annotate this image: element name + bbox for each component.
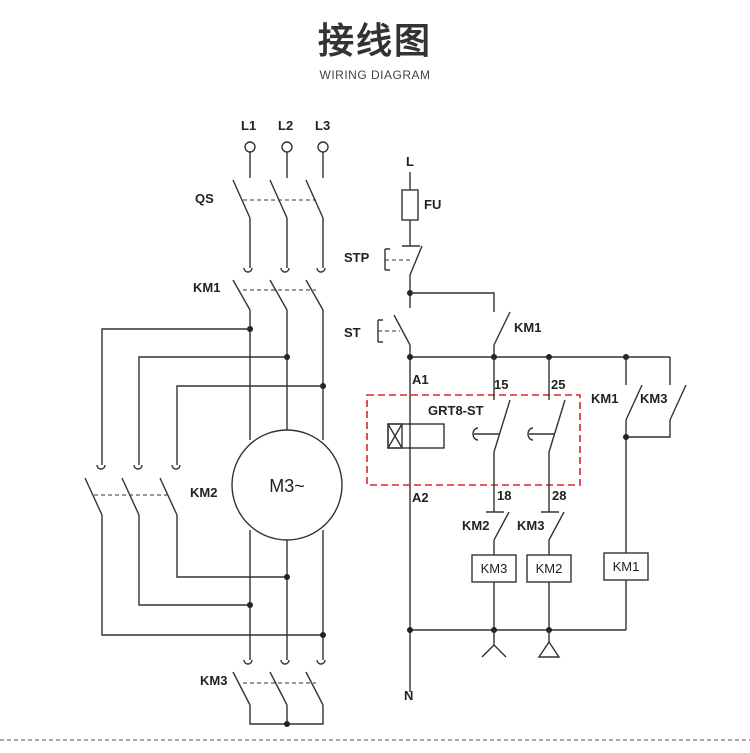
- relay-coil: [387, 423, 445, 449]
- km1-holding-label: KM1: [514, 320, 541, 335]
- phase-l3-label: L3: [315, 118, 330, 133]
- holding-km3-label: KM3: [640, 391, 667, 406]
- phase-l2-label: L2: [278, 118, 293, 133]
- start-label: ST: [344, 325, 361, 340]
- qs-label: QS: [195, 191, 214, 206]
- terminal-a1-label: A1: [412, 372, 429, 387]
- holding-km1-label: KM1: [591, 391, 618, 406]
- interlock-km2-label: KM2: [462, 518, 489, 533]
- km1-main-contacts: [232, 279, 324, 311]
- phase-l1-label: L1: [241, 118, 256, 133]
- terminal-l2: [281, 141, 293, 153]
- fuse-label: FU: [424, 197, 441, 212]
- terminal-15-label: 15: [494, 377, 508, 392]
- line-l-label: L: [406, 154, 414, 169]
- terminal-28-label: 28: [552, 488, 566, 503]
- title-zh: 接线图: [317, 21, 432, 62]
- km1-holding-contact: [493, 311, 511, 346]
- terminal-25-label: 25: [551, 377, 565, 392]
- km3-main-contacts: [232, 671, 324, 706]
- neutral-label: N: [404, 688, 413, 703]
- coil-km2-label: KM2: [536, 561, 563, 576]
- relay-grt8-st-box: [366, 394, 581, 486]
- terminal-18-label: 18: [497, 488, 511, 503]
- star-symbol: [481, 644, 507, 658]
- km1-main-label: KM1: [193, 280, 220, 295]
- interlock-km3-label: KM3: [517, 518, 544, 533]
- title-en: WIRING DIAGRAM: [319, 68, 431, 82]
- km2-main-label: KM2: [190, 485, 217, 500]
- km2-main-contacts: [84, 477, 178, 516]
- main-circuit: L1 L2 L3 QS KM1: [84, 118, 343, 727]
- stop-button: [384, 245, 423, 276]
- delta-symbol: [537, 640, 561, 658]
- terminal-l1: [244, 141, 256, 153]
- coil-km3-label: KM3: [481, 561, 508, 576]
- motor-label: M3~: [269, 476, 305, 496]
- terminal-a2-label: A2: [412, 490, 429, 505]
- relay-model-label: GRT8-ST: [428, 403, 484, 418]
- km3-main-label: KM3: [200, 673, 227, 688]
- control-circuit: L FU STP ST KM1: [344, 154, 687, 703]
- qs-switch: [232, 179, 324, 219]
- terminal-l3: [317, 141, 329, 153]
- coil-km1-label: KM1: [613, 559, 640, 574]
- stop-label: STP: [344, 250, 370, 265]
- start-button: [377, 314, 411, 346]
- fuse-fu: [401, 189, 419, 221]
